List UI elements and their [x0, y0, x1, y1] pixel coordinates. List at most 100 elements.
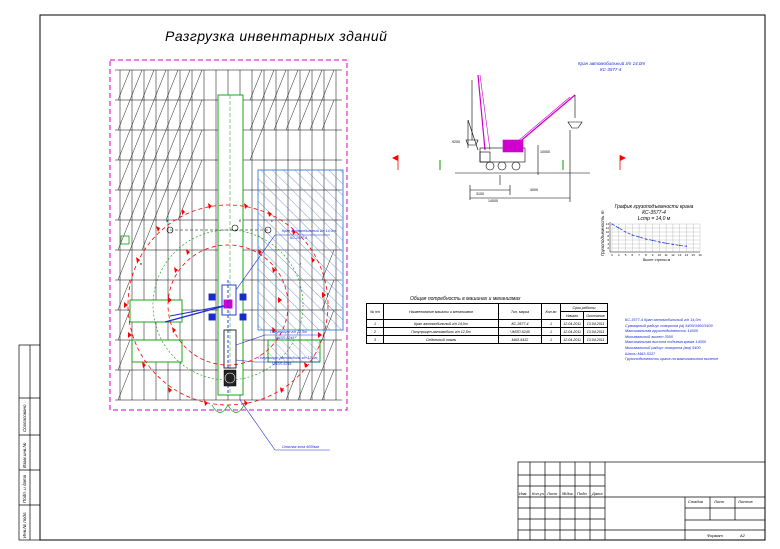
graph-point: [638, 236, 640, 238]
drawing-title: Разгрузка инвентарных зданий: [165, 28, 388, 44]
graph-title-line2: Lстр = 14,0 м: [637, 216, 671, 222]
graph-x-tick: 6: [631, 253, 633, 257]
graph-point: [631, 234, 633, 236]
stamp-format-value: А2: [740, 533, 745, 538]
row-start: 12.04.2011: [559, 335, 585, 344]
stamp-stage: Стадия: [688, 499, 703, 504]
sheet-frame: [39, 14, 766, 541]
inventory-building-2: [131, 339, 183, 363]
graph-xlabel: Вылет стрелы м: [643, 258, 671, 262]
th-start: Начало: [559, 311, 585, 320]
dim-3: 10000: [540, 150, 550, 154]
stamp-h5: Подп.: [577, 491, 588, 496]
th-name: Наименование машины и механизмов: [383, 303, 499, 320]
graph-y-tick: 2: [607, 246, 609, 250]
row-qty: 1: [541, 335, 561, 344]
dim-2: 4000: [530, 188, 538, 192]
graph-y-tick: 8: [607, 234, 609, 238]
danger-zone-label: Опасная зона 4000мм: [282, 445, 319, 449]
row-num: 2: [366, 327, 384, 336]
machines-table: № п/п Наименование машины и механизмов Т…: [366, 303, 608, 344]
note-line: Грузоподъемность крана на максимальном в…: [625, 357, 719, 362]
hatched-storage-area: [257, 169, 344, 331]
site-boundary: [109, 59, 348, 411]
left-stamp-1: Инв.№ подл.: [22, 511, 27, 538]
graph-x-tick: 10: [658, 253, 662, 257]
th-period: Срок работы: [560, 303, 608, 312]
stamp-h4: №док.: [562, 491, 574, 496]
note-line: Максимальная грузоподъемность 14000: [625, 329, 698, 334]
row-name: Седельный тягач: [383, 335, 499, 344]
row-end: 13.04.2011: [583, 327, 608, 336]
row-qty: 1: [541, 319, 561, 328]
graph-x-tick: 5: [625, 253, 627, 257]
small-marker-box: [120, 235, 130, 245]
graph-y-tick: 14: [606, 222, 610, 226]
inventory-building-1: [129, 299, 183, 323]
graph-x-tick: 16: [698, 253, 702, 257]
graph-point: [618, 227, 620, 229]
elevation-flags: [392, 155, 626, 170]
th-qty: Кол-во: [541, 303, 561, 320]
graph-x-tick: 14: [685, 253, 689, 257]
left-stamp-2: Подп. и дата: [22, 474, 27, 503]
semitrailer-model-1: ЧМЗП-5245: [275, 336, 295, 340]
crane-elevation: [455, 74, 590, 202]
row-start: 12.04.2011: [559, 319, 585, 328]
crane-model: КС-3577-4: [600, 67, 622, 72]
note-line: КС-3577-4 Кран автомобильный г/п 14,0т: [625, 318, 701, 322]
graph-title: График грузоподъемности крана КС-3577-4 …: [604, 204, 704, 222]
graph-ylabel: Грузоподъемность т: [600, 210, 605, 256]
graph-x-tick: 7: [638, 253, 640, 257]
row-name: Кран автомобильный г/п 14,0т: [383, 319, 499, 328]
graph-x-tick: 9: [652, 253, 654, 257]
stamp-sheets: Листов: [738, 499, 753, 504]
graph-x-tick: 15: [692, 253, 696, 257]
dim-1: 3100: [476, 192, 484, 196]
graph-point: [658, 241, 660, 243]
table-row: 2 Полуприцеп-автомобиль г/п 12,5т ЧМЗП-5…: [366, 327, 608, 336]
left-stamp: [18, 344, 41, 541]
left-stamp-4: Согласовано: [22, 404, 27, 432]
graph-y-tick: 10: [606, 230, 610, 234]
row-type: ЧМЗП-5245: [498, 327, 542, 336]
point-b: б: [239, 219, 242, 223]
th-num: № п/п: [366, 303, 384, 320]
title-block: [517, 461, 766, 541]
graph-point: [611, 223, 613, 225]
row-qty: 1: [541, 327, 561, 336]
graph-point: [665, 242, 667, 244]
graph-point: [679, 244, 681, 246]
row-type: КС-3577-4: [498, 319, 542, 328]
capacity-curve: [611, 223, 687, 247]
row-name: Полуприцеп-автомобиль г/п 12,5т: [383, 327, 499, 336]
zone-markers: [124, 203, 326, 406]
graph-x-tick: 12: [671, 253, 675, 257]
row-type: МАЗ-5432: [498, 335, 542, 344]
graph-x-tick: 11: [665, 253, 668, 257]
point-c: с: [271, 219, 273, 223]
graph-x-tick: 13: [678, 253, 682, 257]
dim-5: 9200: [452, 140, 460, 144]
row-num: 1: [366, 319, 384, 328]
note-line: Максимальная высота подъема крюка 14000: [625, 340, 707, 345]
graph-point: [624, 231, 627, 233]
table-caption: Общая потребность в машинах и механизмах: [410, 296, 521, 302]
graph-point: [685, 245, 688, 247]
plan-diagonals: [117, 69, 335, 401]
stamp-h6: Дата: [592, 491, 603, 496]
left-stamp-3: Взам.инв.№: [22, 442, 27, 468]
th-end: Окончание: [583, 311, 608, 320]
stamp-h1: Изм.: [519, 491, 528, 496]
graph-x-tick: 4: [618, 253, 620, 257]
axis-points: [166, 224, 272, 234]
table-row: 1 Кран автомобильный г/п 14,0т КС-3577-4…: [366, 319, 608, 328]
graph-y-tick: 12: [606, 226, 610, 230]
row-num: 3: [366, 335, 384, 344]
graph-x-tick: 3: [611, 253, 613, 257]
point-g: г: [300, 262, 302, 266]
graph-point: [645, 238, 647, 240]
